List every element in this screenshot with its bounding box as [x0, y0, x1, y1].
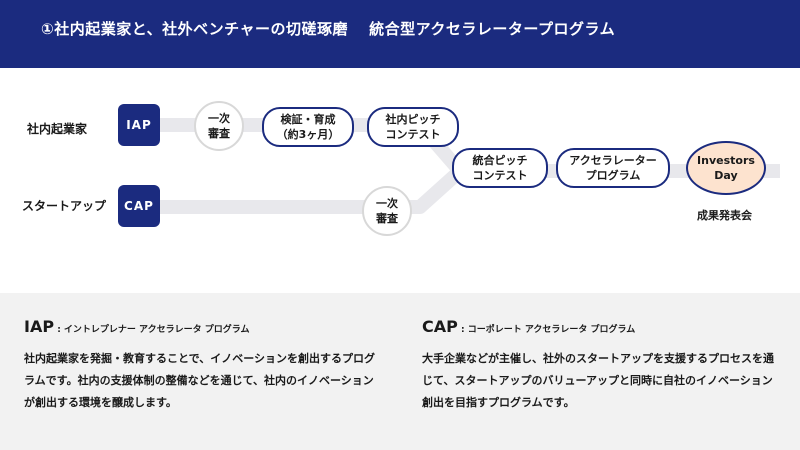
description-iap: IAP : イントレプレナー アクセラレータ プログラム 社内起業家を発掘・教育…: [24, 317, 384, 414]
program-box-iap: IAP: [118, 104, 160, 146]
step-integrated-pitch: 統合ピッチ コンテスト: [452, 148, 548, 188]
iap-description: 社内起業家を発掘・教育することで、イノベーションを創出するプログラムです。社内の…: [24, 352, 376, 409]
step-internal-pitch: 社内ピッチ コンテスト: [367, 107, 459, 147]
step-investors-day: Investors Day: [686, 141, 766, 195]
header-bar: ①社内起業家と、社外ベンチャーの切磋琢磨 統合型アクセラレータープログラム: [0, 0, 800, 68]
step-accelerator-program: アクセラレーター プログラム: [556, 148, 670, 188]
step-internal-screening: 一次 審査: [194, 101, 244, 151]
row-label-internal: 社内起業家: [27, 122, 88, 136]
iap-fullname: : イントレプレナー アクセラレータ プログラム: [54, 325, 250, 335]
investors-day-caption: 成果発表会: [697, 209, 752, 222]
row-label-startup: スタートアップ: [22, 199, 107, 213]
cap-abbr: CAP: [422, 317, 458, 336]
program-box-cap: CAP: [118, 185, 160, 227]
track-startup: [150, 165, 465, 214]
step-internal-verification: 検証・育成 （約3ヶ月）: [262, 107, 354, 147]
page-title: ①社内起業家と、社外ベンチャーの切磋琢磨 統合型アクセラレータープログラム: [41, 20, 616, 38]
description-cap: CAP : コーポレート アクセラレータ プログラム 大手企業などが主催し、社外…: [422, 317, 782, 414]
cap-description: 大手企業などが主催し、社外のスタートアップを支援するプロセスを通じて、スタートア…: [422, 352, 774, 409]
cap-fullname: : コーポレート アクセラレータ プログラム: [457, 325, 636, 335]
flow-diagram: 社内起業家 スタートアップ IAP CAP 一次 審査 検証・育成 （約3ヶ月）…: [0, 68, 800, 293]
flow-tracks: [150, 118, 780, 214]
iap-abbr: IAP: [24, 317, 55, 336]
step-startup-screening: 一次 審査: [362, 186, 412, 236]
description-panel: IAP : イントレプレナー アクセラレータ プログラム 社内起業家を発掘・教育…: [0, 293, 800, 450]
